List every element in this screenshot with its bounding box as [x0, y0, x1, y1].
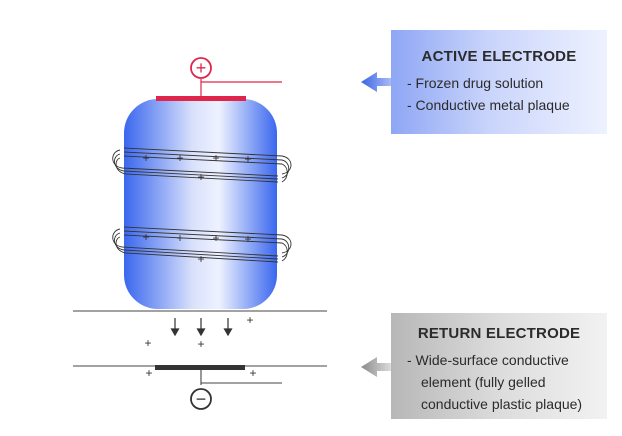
charge-mark: +: [212, 231, 219, 245]
coil-band-lower: [112, 226, 292, 263]
active-electrode-item: - Frozen drug solution: [407, 75, 544, 91]
negative-sign: −: [196, 389, 207, 409]
active-pointer-arrow-icon: [361, 72, 391, 92]
charge-mark: +: [246, 313, 253, 327]
active-electrode-title: ACTIVE ELECTRODE: [421, 48, 577, 65]
return-electrode-item: element (fully gelled: [421, 374, 546, 390]
positive-terminal: +: [190, 57, 282, 98]
return-plate: [155, 365, 245, 370]
charge-mark: +: [145, 366, 152, 380]
skin-charges: + + + + +: [144, 313, 256, 380]
negative-terminal-circle: [190, 388, 212, 410]
charge-mark: +: [212, 151, 219, 165]
charge-mark: +: [176, 231, 183, 245]
return-electrode-item: - Wide-surface conductive: [407, 352, 569, 368]
electrode-body: [124, 99, 277, 309]
charge-mark: +: [197, 170, 204, 184]
charge-mark: +: [197, 252, 204, 266]
charge-mark: +: [244, 232, 251, 246]
charge-mark: +: [142, 230, 149, 244]
charge-mark: +: [142, 151, 149, 165]
return-pointer-arrow-icon: [361, 357, 391, 377]
charge-mark: +: [249, 366, 256, 380]
ion-flow-arrows: [170, 318, 233, 337]
charge-mark: +: [197, 337, 204, 351]
coil-band-upper: [112, 147, 292, 183]
active-electrode-item: - Conductive metal plaque: [407, 97, 570, 113]
return-electrode-item: conductive plastic plaque): [421, 396, 583, 412]
charge-mark: +: [144, 336, 151, 350]
return-electrode-title: RETURN ELECTRODE: [417, 325, 581, 342]
charge-mark: +: [176, 151, 183, 165]
positive-terminal-circle: [190, 57, 212, 79]
negative-terminal: −: [190, 388, 212, 410]
return-electrode-callout: RETURN ELECTRODE - Wide-surface conducti…: [391, 313, 607, 419]
active-metal-plaque: [156, 96, 246, 101]
charge-mark: +: [244, 152, 251, 166]
active-electrode-callout: ACTIVE ELECTRODE - Frozen drug solution …: [391, 30, 607, 134]
body-charges: + + + + + + + + + +: [142, 151, 251, 266]
positive-sign: +: [196, 58, 207, 78]
